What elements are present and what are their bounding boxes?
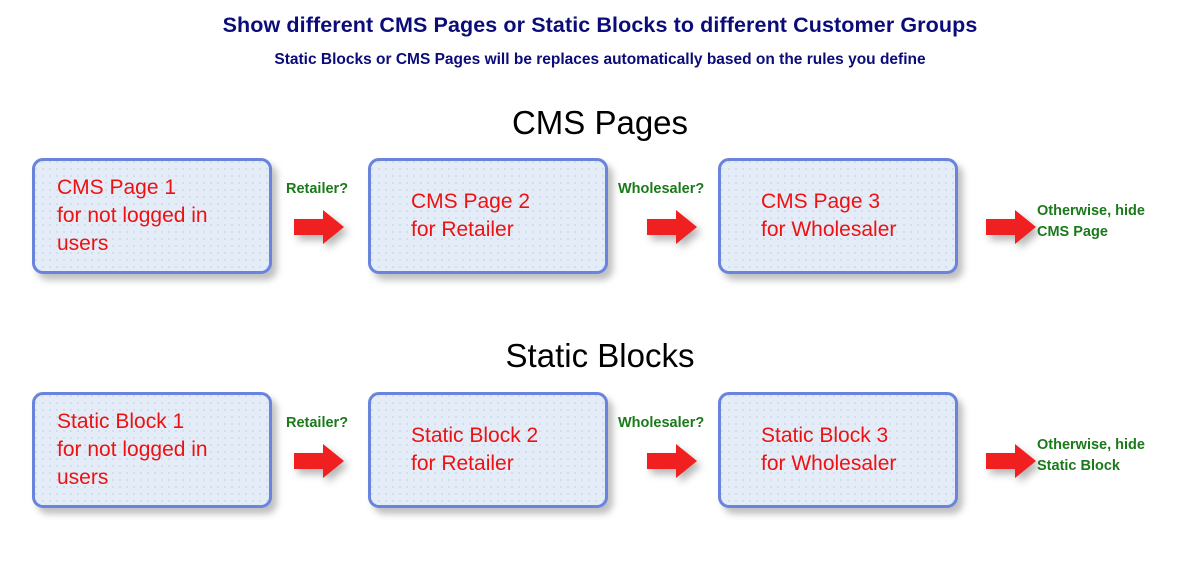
flow-box-label: CMS Page 3 for Wholesaler (761, 190, 897, 241)
section-heading-static-blocks: Static Blocks (505, 337, 695, 374)
right-arrow-icon (984, 207, 1038, 247)
flow-box-cms-page-1[interactable]: CMS Page 1 for not logged in users (32, 158, 272, 274)
right-arrow-icon (292, 207, 346, 247)
condition-label-wholesaler: Wholesaler? (618, 415, 705, 431)
flow-box-label: CMS Page 1 for not logged in users (57, 176, 208, 255)
flow-box-label: CMS Page 2 for Retailer (411, 190, 531, 241)
flow-box-label: Static Block 1 for not logged in users (57, 410, 208, 489)
flow-box-static-block-1[interactable]: Static Block 1 for not logged in users (32, 392, 272, 508)
condition-label-retailer: Retailer? (286, 415, 349, 431)
flow-row-cms-pages: CMS Page 1 for not logged in users Retai… (0, 155, 1200, 285)
flow-row-static-blocks: Static Block 1 for not logged in users R… (0, 389, 1200, 519)
right-arrow-icon (645, 441, 699, 481)
right-arrow-icon (645, 207, 699, 247)
otherwise-note-cms: Otherwise, hide CMS Page (1037, 203, 1145, 241)
right-arrow-icon (984, 441, 1038, 481)
diagram-header: Show different CMS Pages or Static Block… (0, 0, 1200, 69)
condition-label-wholesaler: Wholesaler? (618, 181, 705, 197)
condition-label-retailer: Retailer? (286, 181, 349, 197)
flow-box-static-block-3[interactable]: Static Block 3 for Wholesaler (718, 392, 958, 508)
flow-box-cms-page-2[interactable]: CMS Page 2 for Retailer (368, 158, 608, 274)
otherwise-note-static: Otherwise, hide Static Block (1037, 437, 1145, 475)
flow-box-label: Static Block 2 for Retailer (411, 424, 539, 475)
right-arrow-icon (292, 441, 346, 481)
page-subtitle: Static Blocks or CMS Pages will be repla… (274, 50, 926, 68)
flow-box-cms-page-3[interactable]: CMS Page 3 for Wholesaler (718, 158, 958, 274)
flow-box-label: Static Block 3 for Wholesaler (761, 424, 897, 475)
flow-box-static-block-2[interactable]: Static Block 2 for Retailer (368, 392, 608, 508)
section-heading-cms-pages: CMS Pages (511, 104, 689, 141)
page-title: Show different CMS Pages or Static Block… (222, 13, 978, 37)
